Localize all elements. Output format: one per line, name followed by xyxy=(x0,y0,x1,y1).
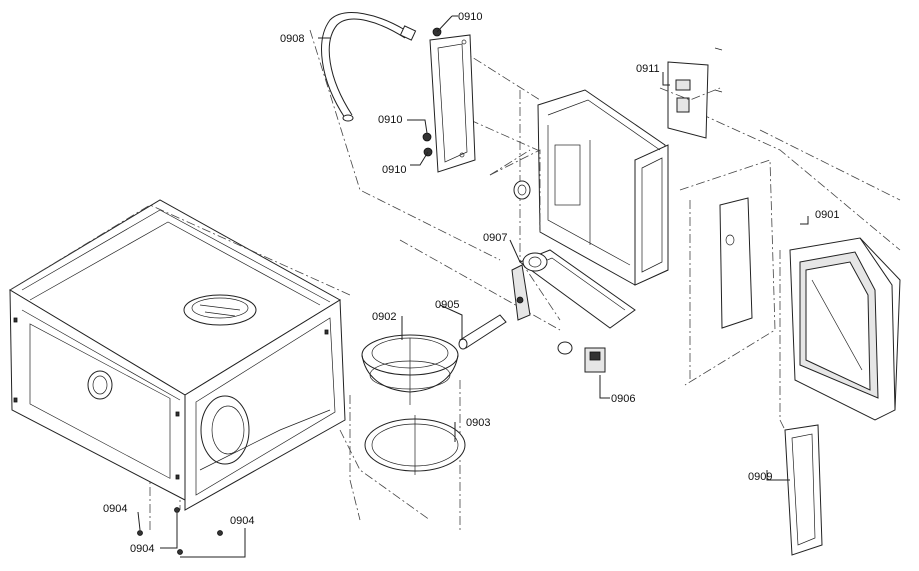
leader-lines xyxy=(318,15,809,481)
label-0902: 0902 xyxy=(372,311,396,323)
label-0901: 0901 xyxy=(815,209,839,221)
waveguide-0907 xyxy=(511,249,636,329)
label-0910c: 0910 xyxy=(382,164,406,176)
label-0910a: 0910 xyxy=(458,11,482,23)
hose-0908 xyxy=(321,12,417,122)
rod-0905 xyxy=(458,314,507,350)
label-0907: 0907 xyxy=(483,232,507,244)
rear-frame xyxy=(679,159,776,386)
label-0910b: 0910 xyxy=(378,114,402,126)
circuit-board-0911 xyxy=(659,47,723,139)
label-0904c: 0904 xyxy=(230,515,254,527)
door-0901 xyxy=(789,237,901,421)
oven-cabinet xyxy=(9,199,351,511)
label-0911: 0911 xyxy=(636,63,660,75)
label-0908: 0908 xyxy=(280,33,304,45)
roller-ring-0903 xyxy=(364,415,466,475)
housing-center xyxy=(489,89,669,286)
label-0903: 0903 xyxy=(466,417,490,429)
part-labels: 0910 0908 0910 0910 0911 0901 0907 0905 … xyxy=(103,11,839,555)
turntable-0902 xyxy=(361,334,459,405)
label-0906: 0906 xyxy=(611,393,635,405)
door-frame-0909 xyxy=(784,424,823,556)
label-0904b: 0904 xyxy=(130,543,154,555)
screws-0904 xyxy=(137,507,246,558)
label-0904a: 0904 xyxy=(103,503,127,515)
sensor-0906 xyxy=(557,341,610,399)
label-0905: 0905 xyxy=(435,299,459,311)
bracket-plate-0910 xyxy=(422,27,476,173)
label-0909: 0909 xyxy=(748,471,772,483)
